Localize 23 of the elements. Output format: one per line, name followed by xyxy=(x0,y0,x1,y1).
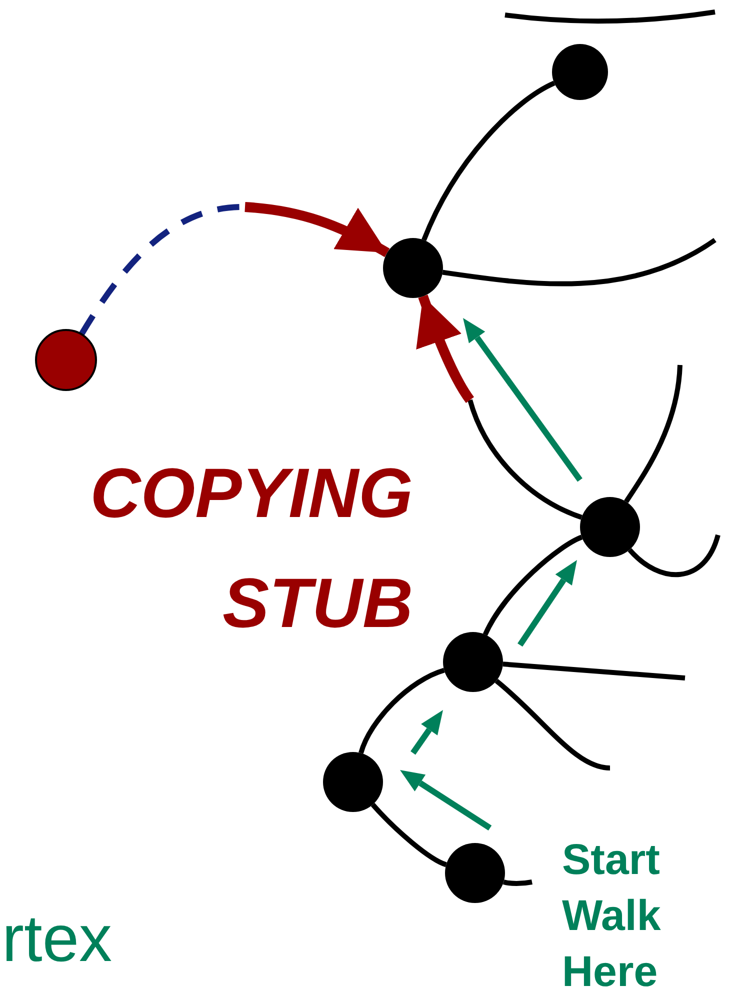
graph-edge-line xyxy=(442,238,716,286)
graph-edge-line xyxy=(468,399,582,520)
graph-edge-line xyxy=(358,668,445,754)
arrow xyxy=(244,202,390,258)
vertex-dot xyxy=(580,497,640,557)
graph-edge-line xyxy=(370,802,448,868)
arrow xyxy=(416,294,474,403)
graph-edge-line xyxy=(494,678,610,770)
vertex-dot xyxy=(35,329,97,391)
graph-edge-line xyxy=(624,364,682,504)
graph-edge-line xyxy=(422,80,556,242)
vertex-dot xyxy=(443,632,503,692)
vertex-dot xyxy=(445,843,505,903)
vertex-dot xyxy=(323,752,383,812)
graph-edge-line xyxy=(628,534,720,577)
graph-edge-line xyxy=(502,662,686,680)
heading-text: rtex xyxy=(2,900,112,976)
annotation-text: COPYING STUB xyxy=(89,453,413,644)
graph-edge-line xyxy=(482,534,583,636)
annotation-text: Start Walk Here xyxy=(562,835,662,989)
graph-edge-line xyxy=(502,880,532,886)
vertex-dot xyxy=(552,44,608,100)
vertex-dot xyxy=(383,238,443,298)
